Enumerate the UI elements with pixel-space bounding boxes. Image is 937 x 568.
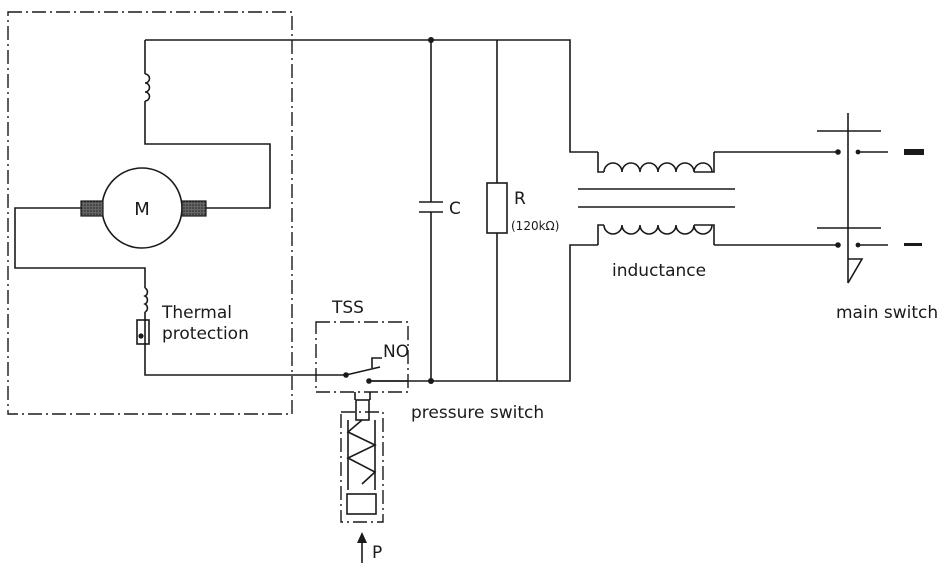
tss-switch[interactable] [315, 321, 409, 393]
bottom-bus [372, 244, 598, 382]
pressure-label: P [372, 543, 382, 563]
pressure-switch-label: pressure switch [411, 403, 544, 423]
inductance-choke [578, 152, 735, 245]
main-switch-label: main switch [836, 303, 937, 323]
top-bus [145, 39, 598, 153]
capacitor-label: C [449, 199, 461, 219]
capacitor [419, 40, 443, 381]
pressure-actuator [340, 392, 384, 523]
motor: M [80, 167, 207, 249]
tss-label: TSS [331, 298, 364, 318]
thermal-protection-label-1: Thermal [161, 303, 232, 323]
inductance-label: inductance [612, 261, 706, 281]
field-coil-bottom [14, 207, 346, 376]
pressure-arrow-icon [357, 532, 367, 563]
field-coil-top [144, 40, 271, 209]
thermal-protector [136, 319, 150, 345]
motor-label: M [134, 199, 150, 220]
main-switch[interactable] [817, 113, 924, 284]
no-contact-label: NO [383, 342, 409, 362]
resistor-value-label: (120kΩ) [511, 219, 559, 233]
thermal-protection-label-2: protection [162, 324, 249, 344]
appliance-boundary [7, 11, 293, 415]
resistor-label: R [514, 189, 526, 209]
resistor [486, 40, 508, 381]
